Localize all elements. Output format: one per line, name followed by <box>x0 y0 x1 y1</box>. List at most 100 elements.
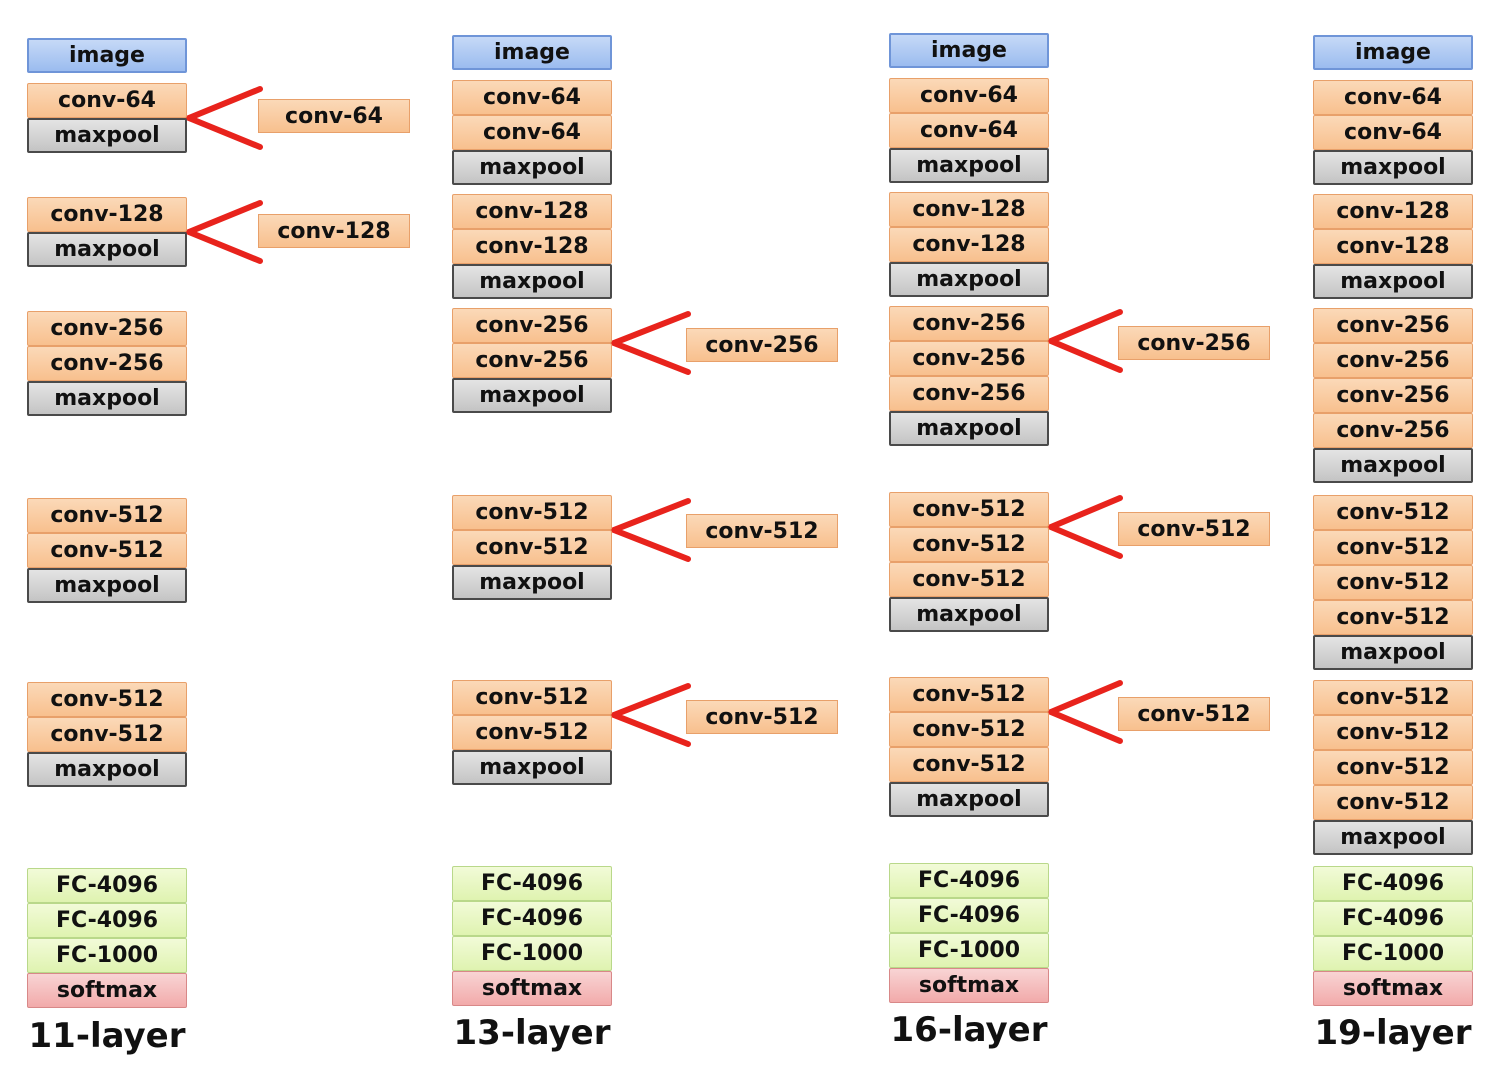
layer-block-conv: conv-512 <box>889 677 1049 712</box>
layer-block-maxpool: maxpool <box>889 782 1049 817</box>
layer-block-image: image <box>452 35 612 70</box>
layer-block-conv: conv-512 <box>1313 715 1473 750</box>
layer-block-maxpool: maxpool <box>27 232 187 267</box>
layer-block-maxpool: maxpool <box>27 568 187 603</box>
layer-block-fc: FC-4096 <box>452 901 612 936</box>
layer-block-conv: conv-256 <box>1313 308 1473 343</box>
layer-block-fc: FC-1000 <box>1313 936 1473 971</box>
layer-block-conv: conv-512 <box>1313 750 1473 785</box>
layer-block-fc: FC-4096 <box>1313 866 1473 901</box>
layer-block-maxpool: maxpool <box>452 264 612 299</box>
layer-block-conv: conv-512 <box>889 562 1049 597</box>
layer-block-image: image <box>1313 35 1473 70</box>
added-layer-box: conv-512 <box>1118 697 1270 731</box>
layer-block-conv: conv-64 <box>1313 80 1473 115</box>
layer-block-conv: conv-512 <box>452 495 612 530</box>
layer-block-conv: conv-512 <box>1313 495 1473 530</box>
added-layer-box: conv-64 <box>258 99 410 133</box>
chevron-arrow <box>181 200 263 264</box>
layer-block-maxpool: maxpool <box>1313 820 1473 855</box>
layer-block-conv: conv-128 <box>889 192 1049 227</box>
column-label: 11-layer <box>28 1016 186 1056</box>
layer-block-maxpool: maxpool <box>1313 448 1473 483</box>
column-label: 16-layer <box>890 1010 1048 1050</box>
layer-block-conv: conv-512 <box>1313 600 1473 635</box>
layer-block-fc: FC-4096 <box>1313 901 1473 936</box>
layer-block-conv: conv-512 <box>1313 565 1473 600</box>
layer-block-maxpool: maxpool <box>889 262 1049 297</box>
layer-block-conv: conv-256 <box>27 346 187 381</box>
layer-block-conv: conv-64 <box>1313 115 1473 150</box>
layer-block-conv: conv-512 <box>452 530 612 565</box>
layer-block-image: image <box>889 33 1049 68</box>
layer-block-fc: FC-1000 <box>27 938 187 973</box>
layer-block-conv: conv-128 <box>27 197 187 232</box>
layer-block-conv: conv-512 <box>889 527 1049 562</box>
layer-block-fc: FC-4096 <box>27 868 187 903</box>
chevron-arrow <box>1043 309 1123 373</box>
layer-block-fc: FC-4096 <box>889 898 1049 933</box>
chevron-arrow <box>605 498 691 562</box>
added-layer-box: conv-128 <box>258 214 410 248</box>
layer-block-maxpool: maxpool <box>27 752 187 787</box>
layer-block-conv: conv-128 <box>452 194 612 229</box>
chevron-arrow <box>1043 495 1123 559</box>
layer-block-maxpool: maxpool <box>889 597 1049 632</box>
layer-block-maxpool: maxpool <box>27 381 187 416</box>
layer-block-conv: conv-512 <box>889 492 1049 527</box>
layer-block-conv: conv-256 <box>889 341 1049 376</box>
layer-block-conv: conv-64 <box>452 115 612 150</box>
layer-block-fc: FC-1000 <box>452 936 612 971</box>
layer-block-conv: conv-512 <box>27 682 187 717</box>
layer-block-conv: conv-512 <box>452 680 612 715</box>
layer-block-maxpool: maxpool <box>452 565 612 600</box>
layer-block-conv: conv-128 <box>1313 194 1473 229</box>
layer-block-conv: conv-512 <box>889 712 1049 747</box>
layer-block-maxpool: maxpool <box>1313 264 1473 299</box>
layer-block-conv: conv-512 <box>27 533 187 568</box>
layer-block-maxpool: maxpool <box>1313 635 1473 670</box>
layer-block-fc: FC-1000 <box>889 933 1049 968</box>
chevron-arrow <box>1043 680 1123 744</box>
layer-block-softmax: softmax <box>452 971 612 1006</box>
layer-block-conv: conv-256 <box>889 376 1049 411</box>
layer-block-maxpool: maxpool <box>452 750 612 785</box>
layer-block-conv: conv-256 <box>452 343 612 378</box>
layer-block-fc: FC-4096 <box>452 866 612 901</box>
layer-block-conv: conv-256 <box>1313 413 1473 448</box>
layer-block-conv: conv-512 <box>889 747 1049 782</box>
column-label: 13-layer <box>453 1013 611 1053</box>
chevron-arrow <box>605 311 691 375</box>
layer-block-softmax: softmax <box>27 973 187 1008</box>
layer-block-conv: conv-256 <box>452 308 612 343</box>
layer-block-conv: conv-128 <box>1313 229 1473 264</box>
layer-block-conv: conv-256 <box>889 306 1049 341</box>
layer-block-image: image <box>27 38 187 73</box>
layer-block-conv: conv-512 <box>1313 530 1473 565</box>
column-label: 19-layer <box>1314 1013 1472 1053</box>
layer-block-maxpool: maxpool <box>1313 150 1473 185</box>
layer-block-fc: FC-4096 <box>27 903 187 938</box>
layer-block-maxpool: maxpool <box>27 118 187 153</box>
layer-block-maxpool: maxpool <box>452 378 612 413</box>
layer-block-conv: conv-512 <box>27 717 187 752</box>
added-layer-box: conv-256 <box>1118 326 1270 360</box>
added-layer-box: conv-256 <box>686 328 838 362</box>
chevron-arrow <box>181 86 263 150</box>
layer-block-conv: conv-512 <box>27 498 187 533</box>
layer-block-conv: conv-64 <box>889 78 1049 113</box>
layer-block-softmax: softmax <box>1313 971 1473 1006</box>
added-layer-box: conv-512 <box>686 514 838 548</box>
layer-block-conv: conv-512 <box>1313 785 1473 820</box>
layer-block-conv: conv-512 <box>452 715 612 750</box>
layer-block-conv: conv-256 <box>27 311 187 346</box>
added-layer-box: conv-512 <box>686 700 838 734</box>
layer-block-softmax: softmax <box>889 968 1049 1003</box>
layer-block-maxpool: maxpool <box>452 150 612 185</box>
added-layer-box: conv-512 <box>1118 512 1270 546</box>
chevron-arrow <box>605 683 691 747</box>
layer-block-conv: conv-512 <box>1313 680 1473 715</box>
layer-block-conv: conv-64 <box>889 113 1049 148</box>
layer-block-conv: conv-128 <box>889 227 1049 262</box>
